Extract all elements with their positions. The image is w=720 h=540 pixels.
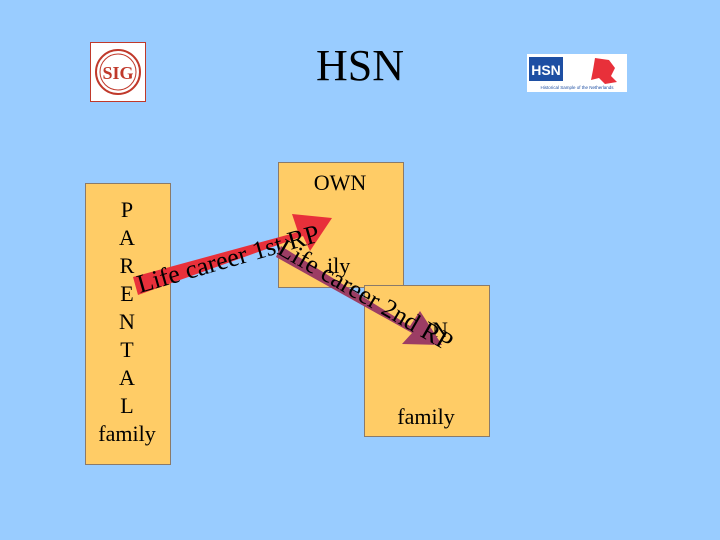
parental-letter: A bbox=[119, 365, 135, 390]
first-career-arrow-shape bbox=[133, 214, 332, 295]
parental-letter: E bbox=[120, 281, 134, 306]
sig-logo: SIG bbox=[90, 42, 146, 102]
hsn-logo-subtitle: Historical Sample of the Netherlands bbox=[540, 85, 614, 90]
parental-letter: A bbox=[119, 225, 135, 250]
parental-letter: L bbox=[120, 393, 134, 418]
own-box-family-label: ily bbox=[327, 253, 351, 278]
parental-letter: R bbox=[119, 253, 135, 278]
next-box-family-label: family bbox=[397, 404, 455, 429]
next-family-box bbox=[364, 285, 490, 437]
parental-family-box bbox=[85, 183, 171, 465]
hsn-logo: HSN Historical Sample of the Netherlands bbox=[527, 54, 627, 92]
slide-title: HSN bbox=[315, 41, 405, 90]
parental-family-label: family bbox=[98, 421, 156, 446]
sig-logo-text: SIG bbox=[102, 63, 133, 83]
hsn-logo-text: HSN bbox=[531, 62, 561, 78]
parental-letter: N bbox=[119, 309, 135, 334]
second-career-arrow-shape bbox=[276, 246, 442, 345]
parental-letter: T bbox=[120, 337, 134, 362]
parental-letter: P bbox=[120, 197, 134, 222]
parental-label: P A R E N T A L family bbox=[85, 196, 169, 448]
second-career-arrow-label: Life career 2nd RP bbox=[273, 233, 458, 357]
second-career-arrow: Life career 2nd RP bbox=[273, 233, 458, 357]
own-box-title: OWN bbox=[313, 170, 367, 195]
